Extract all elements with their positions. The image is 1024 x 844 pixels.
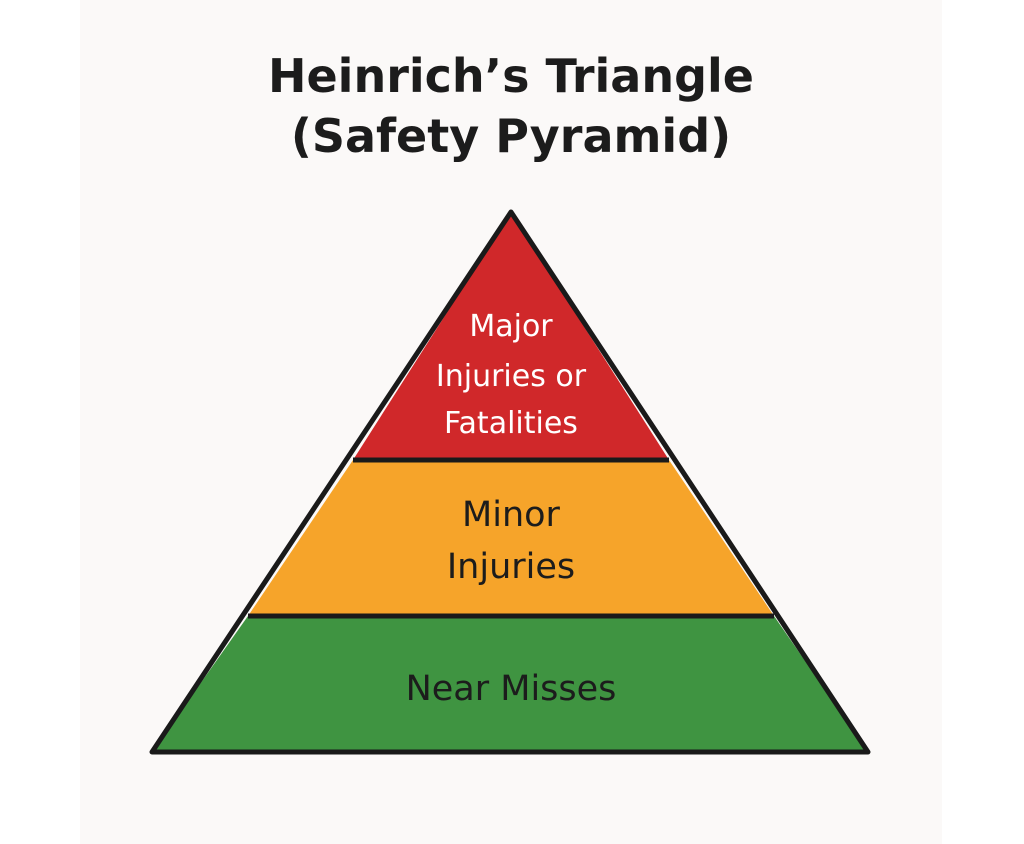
tier-label-bottom: Near Misses — [406, 669, 617, 709]
tier-label-middle: Minor Injuries — [447, 495, 575, 587]
pyramid-outer-border — [149, 209, 871, 755]
pyramid-tier-bottom — [152, 616, 868, 752]
tier-top-line-3: Fatalities — [444, 406, 578, 441]
tier-top-line-2: Injuries or — [436, 359, 587, 394]
pyramid-outline — [149, 209, 871, 755]
tier-top-line-1: Major — [469, 309, 553, 344]
tier-middle-line-2: Injuries — [447, 547, 575, 587]
diagram-title: Heinrich’s Triangle (Safety Pyramid) — [80, 46, 942, 166]
title-line-1: Heinrich’s Triangle — [267, 49, 754, 103]
pyramid-tier-top — [353, 212, 669, 460]
pyramid-tier-middle — [248, 460, 774, 616]
tier-middle-line-1: Minor — [462, 495, 561, 535]
title-line-2: (Safety Pyramid) — [290, 109, 732, 163]
tier-bottom-line-1: Near Misses — [406, 669, 617, 709]
tier-label-top: Major Injuries or Fatalities — [436, 309, 587, 441]
